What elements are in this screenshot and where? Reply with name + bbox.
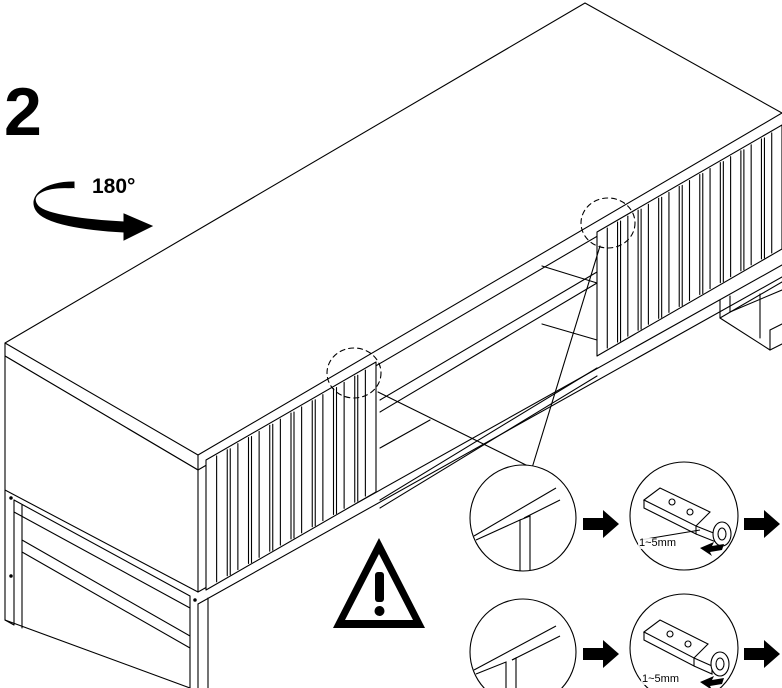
detail-view-gap-bottom: [469, 598, 577, 688]
arrow-right-icon: [583, 510, 619, 538]
rotate-arrow-icon: [33, 181, 154, 241]
gap-label-top: 1~5mm: [638, 537, 677, 549]
hinge-detail-top: [629, 461, 739, 571]
rotation-label: 180°: [92, 175, 136, 198]
leader-lines: [377, 245, 601, 469]
gap-label-bottom: 1~5mm: [641, 673, 680, 685]
screwdriver-arrow-icon: [700, 542, 724, 556]
metal-frame-right: [719, 281, 782, 351]
arrow-right-icon: [583, 640, 619, 668]
detail-marker-left: [326, 347, 382, 399]
warning-triangle-icon: [333, 538, 425, 628]
detail-view-gap-top: [469, 464, 577, 572]
detail-marker-right: [580, 197, 636, 249]
left-fluted-door: [205, 361, 377, 591]
cabinet-open-shelf: [379, 265, 598, 509]
metal-frame-left: [4, 489, 209, 688]
screwdriver-arrow-icon: [700, 676, 724, 688]
step-number: 2: [4, 74, 42, 150]
hinge-detail-bottom: [629, 593, 739, 688]
right-fluted-door: [596, 124, 782, 357]
arrow-right-icon: [744, 640, 780, 668]
arrow-right-icon: [744, 510, 780, 538]
